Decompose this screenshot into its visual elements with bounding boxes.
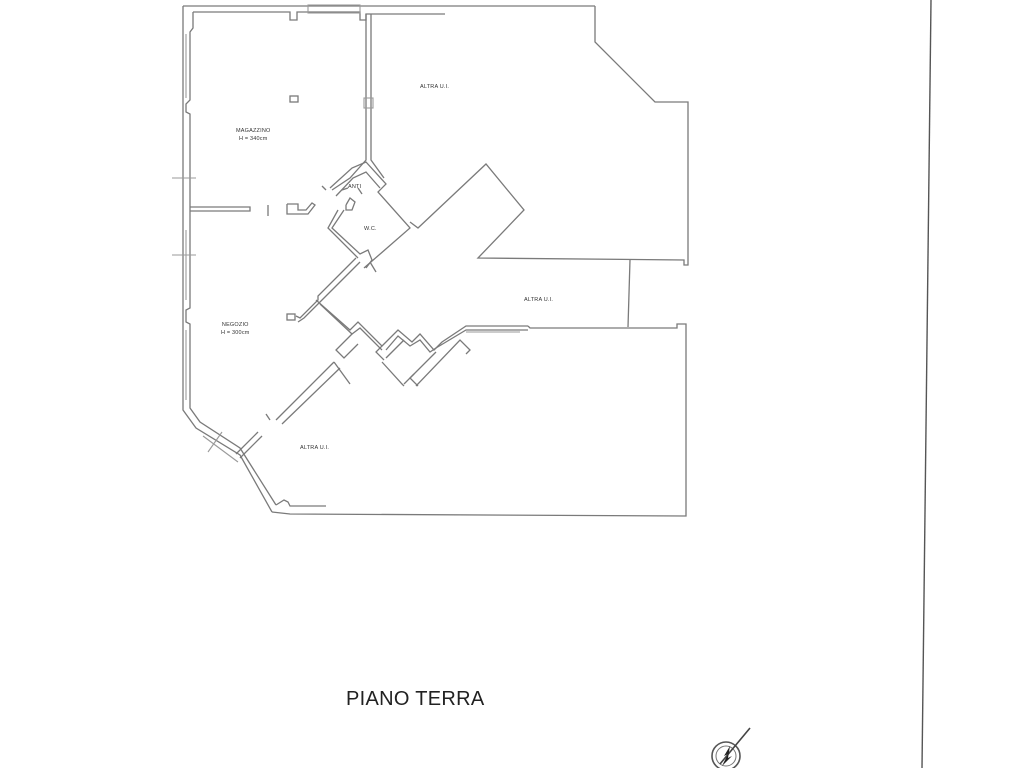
altra-ui-south-outline: [271, 323, 687, 517]
window-north: [307, 4, 361, 14]
exterior-west-wall: [172, 4, 595, 513]
partition-east: [627, 259, 631, 328]
room-label-magazzino: MAGAZZINO H = 340cm: [236, 127, 271, 143]
north-arrow-icon: [711, 727, 751, 768]
room-label-altra-ui-north: ALTRA U.I.: [420, 83, 449, 91]
room-name: MAGAZZINO: [236, 128, 271, 134]
altra-ui-north-outline: [409, 6, 689, 266]
room-label-negozio: NEGOZIO H = 300cm: [221, 321, 250, 337]
room-name: NEGOZIO: [221, 322, 249, 328]
room-height: H = 300cm: [221, 330, 250, 336]
room-label-anti: ANTI: [348, 183, 361, 191]
room-label-altra-ui-east: ALTRA U.I.: [524, 296, 553, 304]
page-border-line: [921, 0, 932, 768]
interior-partitions: [190, 14, 528, 459]
drawing-title: PIANO TERRA: [346, 688, 485, 710]
column-magazzino: [289, 95, 299, 103]
room-height: H = 340cm: [238, 136, 268, 142]
column-negozio: [286, 313, 296, 321]
room-name: ALTRA U.I.: [420, 84, 450, 90]
room-label-wc: W.C.: [364, 225, 377, 233]
room-name: ALTRA U.I.: [524, 297, 554, 303]
room-name: ANTI: [348, 184, 362, 190]
room-name: W.C.: [364, 226, 377, 232]
room-label-altra-ui-south: ALTRA U.I.: [300, 444, 329, 452]
room-name: ALTRA U.I.: [300, 445, 330, 451]
